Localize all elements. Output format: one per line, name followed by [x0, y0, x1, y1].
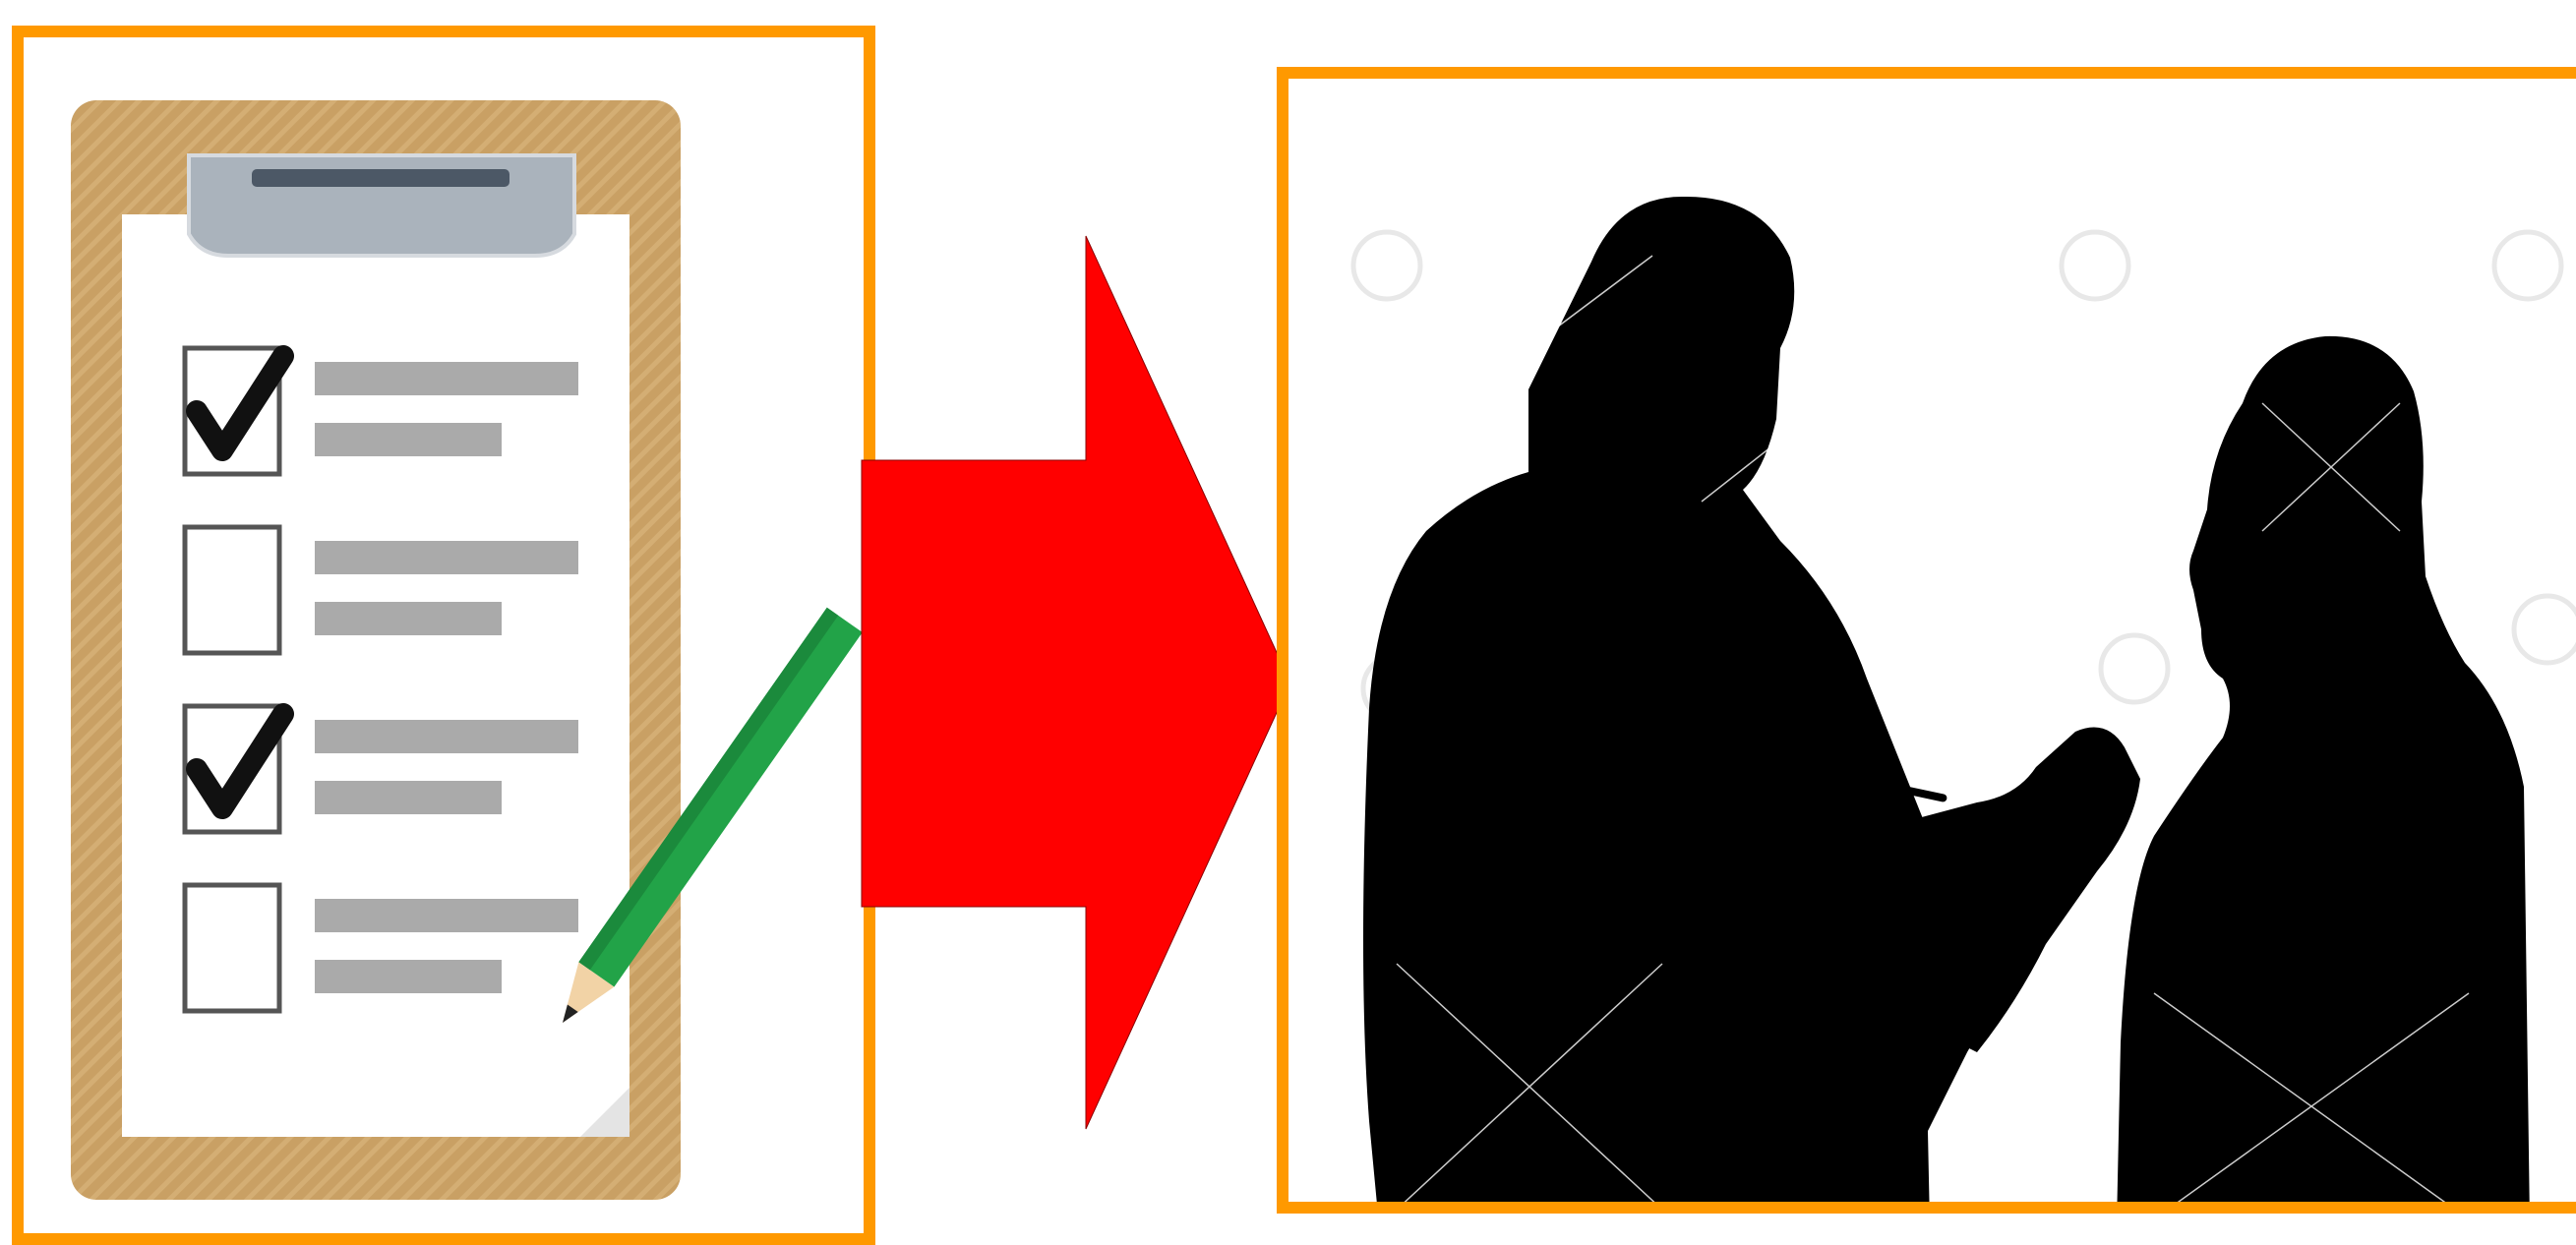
interview-panel [1277, 67, 2576, 1214]
interviewee-person-icon [2117, 336, 2530, 1214]
clip-bar [252, 169, 509, 187]
checklist-text-line [315, 602, 502, 635]
checklist-text-line [315, 362, 578, 395]
checklist-text-line [315, 423, 502, 456]
watermark-logo-icon [2101, 635, 2168, 702]
checklist-text-line [315, 960, 502, 993]
checkbox-unchecked [185, 527, 279, 653]
checkbox-unchecked [185, 885, 279, 1011]
watermark-logo-icon [1353, 232, 1420, 299]
clipboard-illustration [24, 37, 875, 1245]
checklist-text-line [315, 781, 502, 814]
checklist-text-line [315, 899, 578, 932]
watermark-logo-icon [2514, 596, 2576, 663]
checklist-text-line [315, 720, 578, 753]
checklist-text-line [315, 541, 578, 574]
watermark-logo-icon [2062, 232, 2128, 299]
watermark-logo-icon [2494, 232, 2561, 299]
checklist-panel [12, 26, 875, 1245]
interviewer-person-icon [1363, 197, 2140, 1214]
interview-illustration [1288, 79, 2576, 1214]
